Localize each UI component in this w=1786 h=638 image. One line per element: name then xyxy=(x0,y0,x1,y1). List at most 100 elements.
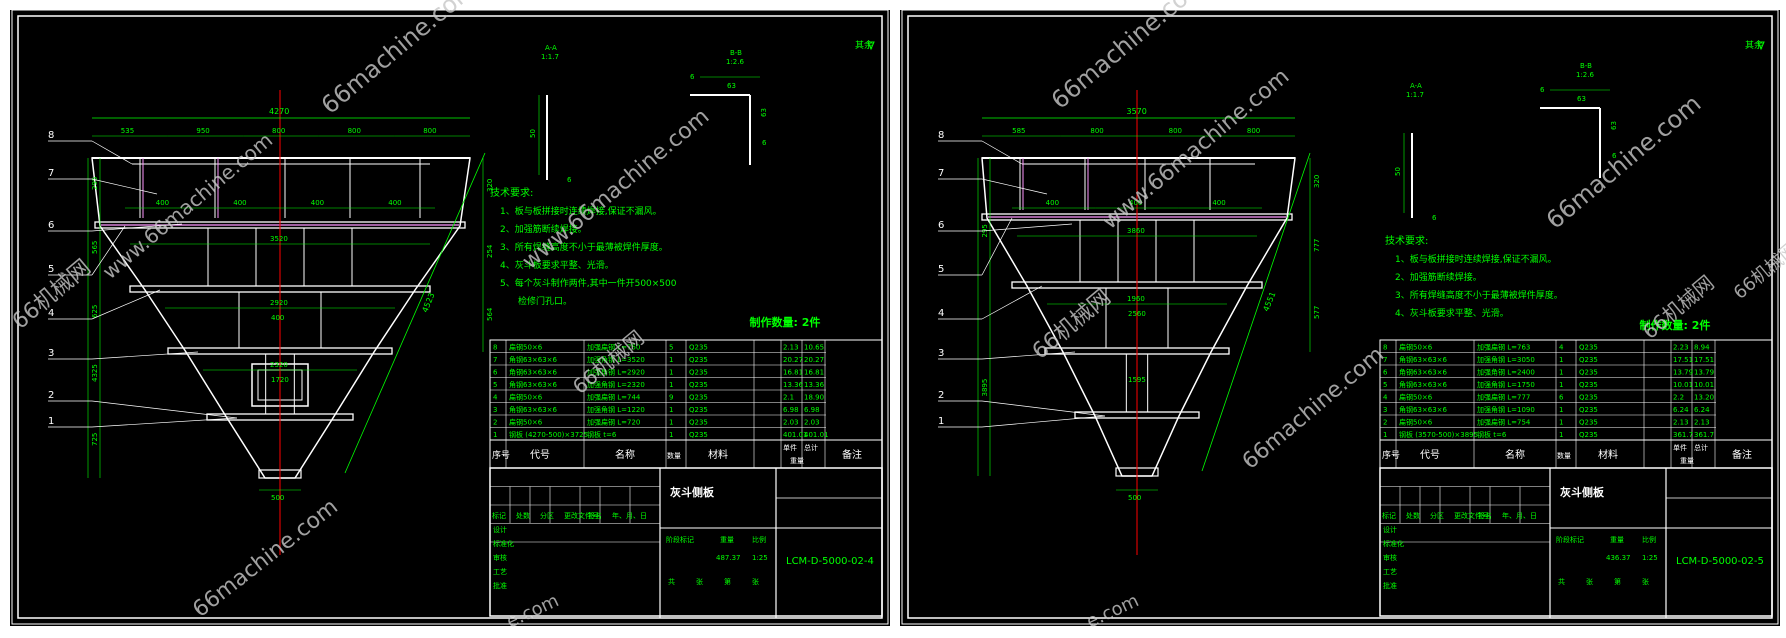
item-number-7: 7 xyxy=(938,168,944,179)
bom-cell-8-mat: Q235 xyxy=(689,344,708,352)
item-leader-2 xyxy=(981,400,1106,417)
bom-cell-3-w2: 6.98 xyxy=(804,406,820,414)
bom-cell-5-mat: Q235 xyxy=(1579,381,1598,389)
top-span-dim-1: 800 xyxy=(1090,127,1103,135)
tier-span-dim-1: 400 xyxy=(233,199,246,207)
bom-cell-2-name: 加强扁钢 L=720 xyxy=(587,418,640,427)
section-bb-label: B-B xyxy=(1580,62,1592,70)
bom-cell-6-qty: 1 xyxy=(669,369,673,377)
title-sheet-3: 张 xyxy=(752,577,759,586)
bom-cell-8-w2: 10.65 xyxy=(804,344,824,352)
bom-cell-2-w1: 2.03 xyxy=(783,419,799,427)
title-person-0: 设计 xyxy=(493,525,507,534)
bom-cell-1-name: 钢板 t=6 xyxy=(1477,430,1507,439)
bom-cell-5-w2: 13.36 xyxy=(804,381,825,389)
tier-span-dim-2: 400 xyxy=(1212,199,1225,207)
item-number-8: 8 xyxy=(48,130,54,141)
sheet-outer-frame xyxy=(901,9,1779,625)
bom-cell-7-mat: Q235 xyxy=(689,356,708,364)
bom-cell-7-no: 7 xyxy=(1383,356,1387,364)
title-row-label-5: 年、月、日 xyxy=(612,511,647,520)
top-span-dim-2: 800 xyxy=(272,127,285,135)
bom-cell-7-code: 角钢63×63×6 xyxy=(509,355,558,364)
sheet-inner-frame xyxy=(17,15,883,619)
roughness-note: 其余 xyxy=(1745,39,1763,51)
roughness-icon xyxy=(867,41,875,51)
overall-width-dim: 4270 xyxy=(269,107,289,116)
top-span-dim-0: 535 xyxy=(121,127,134,135)
bom-header-weight: 重量 xyxy=(1680,457,1694,465)
item-leader-8 xyxy=(91,140,133,165)
bom-cell-4-qty: 9 xyxy=(669,394,673,402)
bom-header-remark: 备注 xyxy=(842,448,862,461)
notes-item-2: 3、所有焊缝高度不小于最薄被焊件厚度。 xyxy=(500,241,668,253)
title-row-label-0: 标记 xyxy=(1382,511,1396,520)
item-number-5: 5 xyxy=(938,264,944,275)
bom-cell-6-name: 加强角钢 L=2400 xyxy=(1477,368,1535,377)
title-row-label-0: 标记 xyxy=(492,511,506,520)
left-height-dim-1: 565 xyxy=(91,241,99,254)
bom-cell-2-mat: Q235 xyxy=(689,419,708,427)
right-height-dim-0: 320 xyxy=(1313,175,1321,188)
title-person-0: 设计 xyxy=(1383,525,1397,534)
tier-width-dim-2: 2320 xyxy=(270,361,288,369)
bom-cell-5-no: 5 xyxy=(1383,381,1387,389)
tier-width-dim-0: 3860 xyxy=(1127,227,1145,235)
title-sheet-3: 张 xyxy=(1642,577,1649,586)
item-leader-3 xyxy=(91,351,199,360)
bom-cell-2-code: 扁钢50×6 xyxy=(509,418,543,427)
slant-length-line xyxy=(344,152,486,474)
title-stage-label: 阶段标记 xyxy=(666,535,694,544)
bom-cell-7-qty: 1 xyxy=(1559,356,1563,364)
bom-cell-4-name: 加强扁钢 L=744 xyxy=(587,393,641,402)
bom-header-code: 代号 xyxy=(1420,449,1440,461)
misc-dim-0: 400 xyxy=(271,314,284,322)
notes-item-0: 1、板与板拼接时连续焊接,保证不漏风。 xyxy=(500,205,662,217)
title-row-label-1: 处数 xyxy=(516,511,530,520)
bom-cell-1-qty: 1 xyxy=(669,431,673,439)
tier-span-dim-0: 400 xyxy=(156,199,169,207)
slant-length-line xyxy=(1201,152,1311,472)
item-number-7: 7 xyxy=(48,168,54,179)
title-row-label-5: 年、月、日 xyxy=(1502,511,1537,520)
item-number-2: 2 xyxy=(938,390,944,401)
item-leader-1 xyxy=(981,415,1106,428)
bom-cell-5-name: 加强角钢 L=1750 xyxy=(1477,380,1535,389)
bom-cell-8-w1: 2.23 xyxy=(1673,344,1689,352)
drawing-name: 灰斗侧板 xyxy=(1560,485,1605,499)
item-leader-4 xyxy=(91,289,161,320)
left-height-dim-0: 295 xyxy=(91,177,99,190)
bom-cell-4-qty: 6 xyxy=(1559,394,1564,402)
bom-cell-1-no: 1 xyxy=(1383,431,1387,439)
notes-item-5: 检修门孔口。 xyxy=(518,295,572,307)
bom-header-unit: 单件 xyxy=(1673,443,1687,452)
section-bb-dim-0: 6 xyxy=(690,73,695,81)
bom-cell-6-w2: 16.81 xyxy=(804,369,824,377)
top-span-dim-0: 585 xyxy=(1012,127,1025,135)
section-aa-scale: 1:1.7 xyxy=(541,53,559,61)
bom-cell-8-code: 扁钢50×6 xyxy=(509,343,543,352)
bom-cell-6-mat: Q235 xyxy=(689,369,708,377)
bom-header-remark: 备注 xyxy=(1732,448,1752,461)
bom-cell-6-w1: 13.79 xyxy=(1673,369,1693,377)
bom-header-name: 名称 xyxy=(1505,448,1525,461)
bom-cell-3-w2: 6.24 xyxy=(1694,406,1710,414)
section-aa-dim-0: 50 xyxy=(1394,167,1402,176)
bom-cell-5-qty: 1 xyxy=(669,381,673,389)
section-aa-scale: 1:1.7 xyxy=(1406,91,1424,99)
item-number-4: 4 xyxy=(938,308,944,319)
right-height-dim-2: 564 xyxy=(486,307,494,321)
title-row-label-3: 更改文件号 xyxy=(564,511,599,520)
bom-cell-5-qty: 1 xyxy=(1559,381,1563,389)
title-person-2: 审核 xyxy=(493,553,507,562)
bom-header-qty: 数量 xyxy=(667,451,681,460)
title-person-3: 工艺 xyxy=(493,568,507,576)
bom-cell-6-w2: 13.79 xyxy=(1694,369,1714,377)
title-row-label-3: 更改文件号 xyxy=(1454,511,1489,520)
bom-cell-6-name: 加强角钢 L=2920 xyxy=(587,368,645,377)
item-number-1: 1 xyxy=(938,416,944,427)
bom-cell-2-w2: 2.13 xyxy=(1694,419,1710,427)
top-span-dim-4: 800 xyxy=(423,127,436,135)
bom-cell-3-qty: 1 xyxy=(669,406,673,414)
bom-cell-3-w1: 6.98 xyxy=(783,406,799,414)
